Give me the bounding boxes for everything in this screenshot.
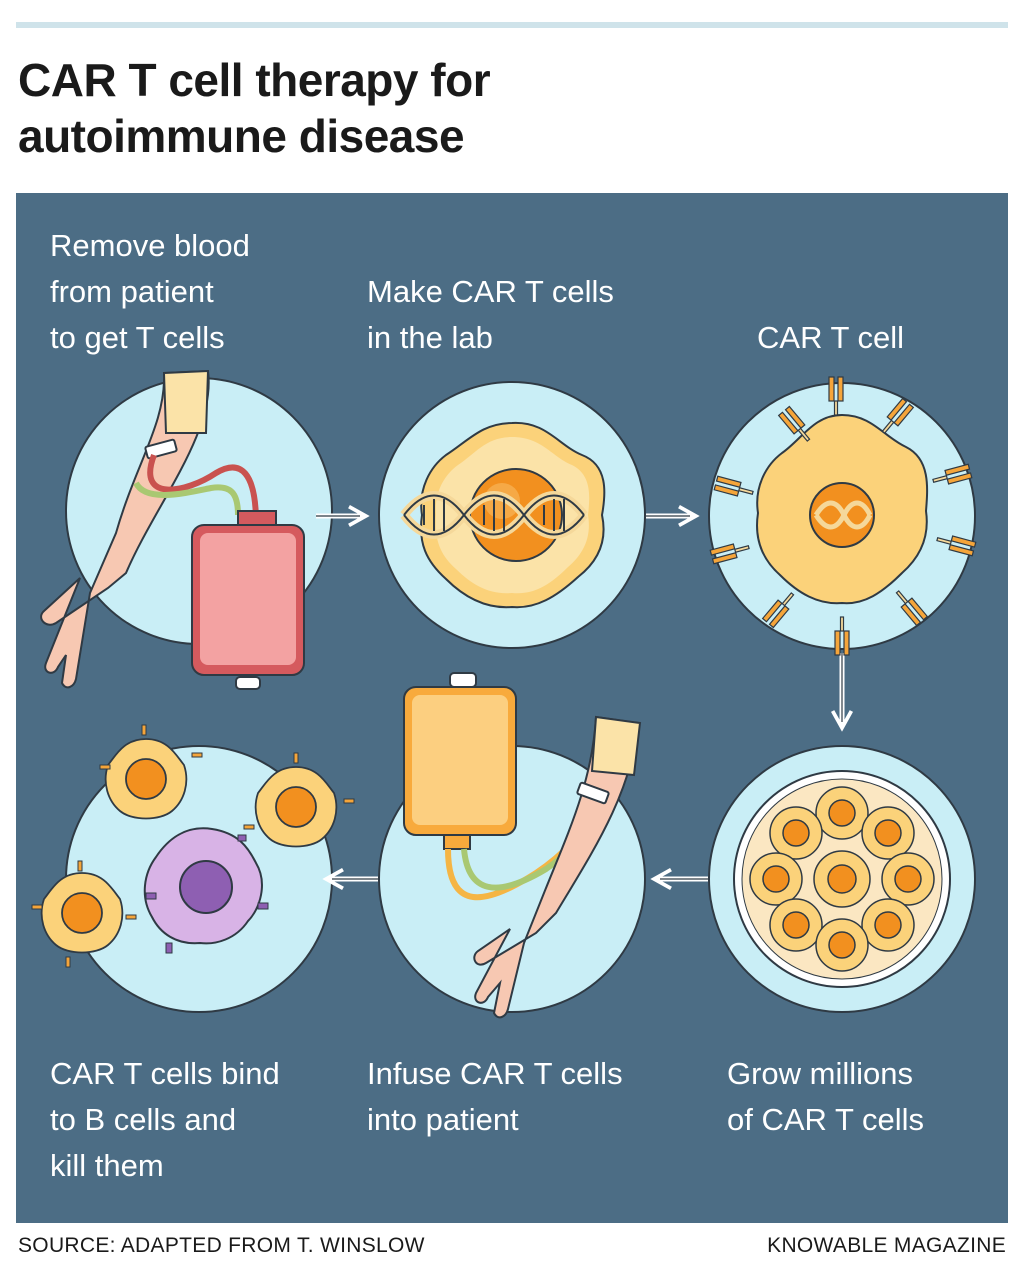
step5-line-1: Infuse CAR T cells — [367, 1056, 623, 1091]
tube-green — [133, 481, 241, 516]
step2-line-2: in the lab — [367, 320, 493, 355]
dna-icon — [400, 491, 588, 539]
title-line-1: CAR T cell therapy for — [18, 54, 491, 106]
arm-icon — [473, 715, 642, 1019]
step3-label: CAR T cell — [757, 315, 904, 361]
step4-label: Grow millions of CAR T cells — [727, 1051, 924, 1143]
cell-cluster — [749, 786, 935, 972]
step4-line-2: of CAR T cells — [727, 1102, 924, 1137]
step1-line-1: Remove blood — [50, 228, 250, 263]
petri-dish-icon — [733, 770, 951, 988]
top-rule — [16, 22, 1008, 28]
step1-line-2: from patient — [50, 274, 214, 309]
arm-icon — [40, 369, 210, 689]
publisher-credit: KNOWABLE MAGAZINE — [767, 1234, 1006, 1257]
b-cell-icon — [143, 827, 269, 954]
step6-line-3: kill them — [50, 1148, 164, 1183]
step1-line-3: to get T cells — [50, 320, 225, 355]
blood-bag-icon — [191, 510, 305, 690]
step5-line-2: into patient — [367, 1102, 519, 1137]
source-credit: SOURCE: ADAPTED FROM T. WINSLOW — [18, 1234, 425, 1257]
step2-line-1: Make CAR T cells — [367, 274, 614, 309]
title-line-2: autoimmune disease — [18, 110, 465, 162]
step3-line-1: CAR T cell — [757, 320, 905, 355]
step2-label: Make CAR T cells in the lab — [367, 269, 614, 361]
t-cell-icon — [420, 421, 606, 609]
step6-line-2: to B cells and — [50, 1102, 237, 1137]
step6-label: CAR T cells bind to B cells and kill the… — [50, 1051, 280, 1189]
step4-line-1: Grow millions — [727, 1056, 914, 1091]
tube-red — [147, 453, 259, 524]
page-title: CAR T cell therapy for autoimmune diseas… — [18, 52, 918, 164]
step6-line-1: CAR T cells bind — [50, 1056, 280, 1091]
process-diagram — [31, 369, 977, 1019]
step5-label: Infuse CAR T cells into patient — [367, 1051, 623, 1143]
step1-label: Remove blood from patient to get T cells — [50, 223, 250, 361]
car-t-cell-icon — [709, 376, 977, 656]
car-t-cell-icon — [31, 724, 355, 968]
iv-bag-icon — [403, 672, 517, 850]
diagram-panel: Remove blood from patient to get T cells… — [16, 193, 1008, 1223]
